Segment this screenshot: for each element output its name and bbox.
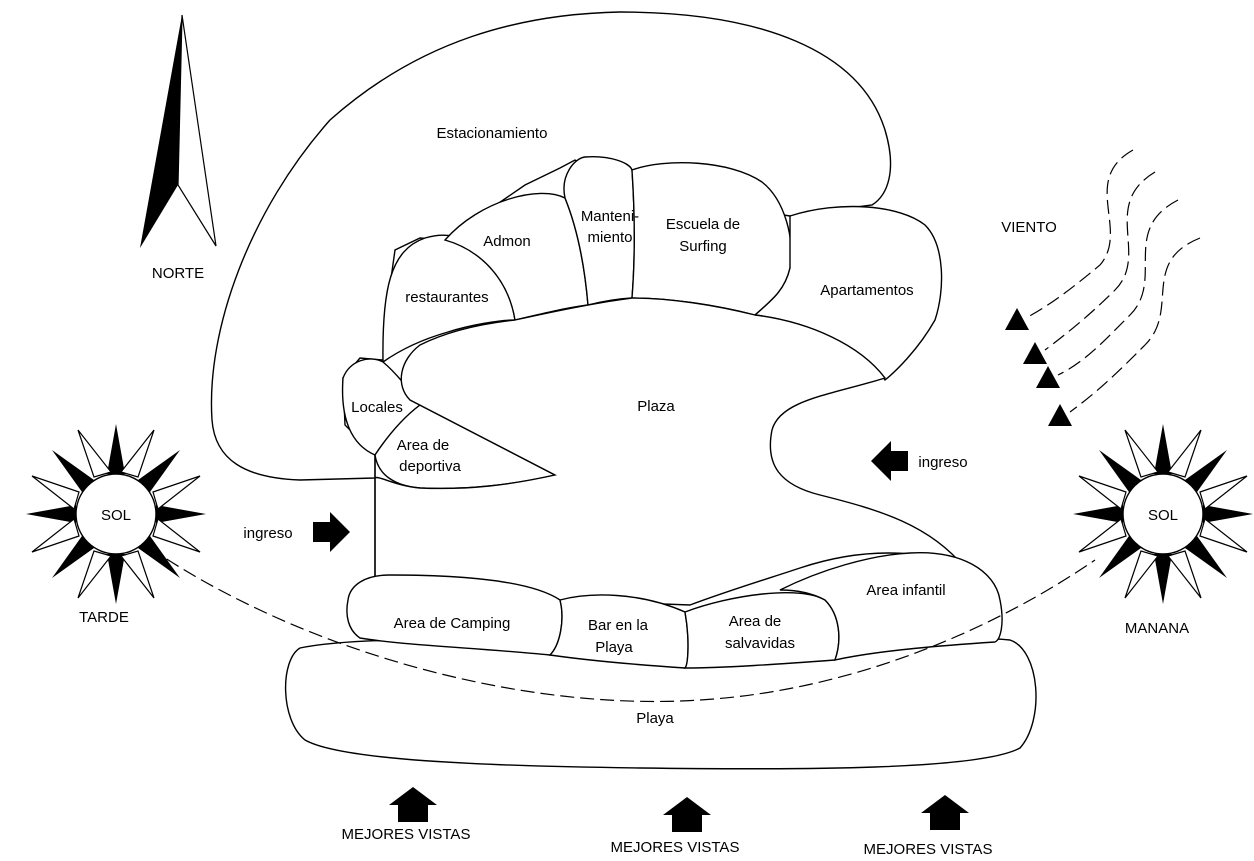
maintenance-label-line1: Manteni- xyxy=(581,208,639,225)
surf-school-label-line1: Escuela de xyxy=(666,216,740,233)
sun-west-caption: TARDE xyxy=(79,609,129,626)
best-views-label-2: MEJORES VISTAS xyxy=(611,839,740,856)
entrance-west-label: ingreso xyxy=(243,525,292,542)
lifeguard-label-line2: salvavidas xyxy=(725,635,795,652)
north-label: NORTE xyxy=(152,265,204,282)
beach-bar-label-line1: Bar en la xyxy=(588,617,649,634)
parking-zone xyxy=(210,11,892,481)
sun-west-icon xyxy=(26,424,206,604)
restaurants-label: restaurantes xyxy=(405,289,488,306)
surf-school-label-line2: Surfing xyxy=(679,238,727,255)
best-views-label-1: MEJORES VISTAS xyxy=(342,826,471,843)
kids-area-zone xyxy=(779,552,1003,661)
beach-label: Playa xyxy=(636,710,674,727)
apartments-label: Apartamentos xyxy=(820,282,913,299)
sun-path-arc xyxy=(149,547,1096,703)
view-arrow-icon-3 xyxy=(921,795,969,830)
sun-west-label: SOL xyxy=(101,507,131,524)
kids-area-label: Area infantil xyxy=(866,582,945,599)
sports-label-line2: deportiva xyxy=(399,458,461,475)
beach-bar-label-line2: Playa xyxy=(595,639,633,656)
sun-east-icon xyxy=(1073,424,1253,604)
north-arrow-icon xyxy=(140,14,217,248)
entrance-west-arrow-icon xyxy=(313,512,350,552)
parking-label: Estacionamiento xyxy=(437,125,548,142)
wind-lines-icon xyxy=(1005,149,1201,426)
sports-label-line1: Area de xyxy=(397,437,450,454)
admin-label: Admon xyxy=(483,233,531,250)
shops-label: Locales xyxy=(351,399,403,416)
sun-east-label: SOL xyxy=(1148,507,1178,524)
entrance-east-arrow-icon xyxy=(871,441,908,481)
maintenance-label-line2: miento xyxy=(587,229,632,246)
wind-label: VIENTO xyxy=(1001,219,1057,236)
view-arrow-icon-2 xyxy=(663,797,711,832)
entrance-east-label: ingreso xyxy=(918,454,967,471)
camping-label: Area de Camping xyxy=(394,615,511,632)
plaza-label: Plaza xyxy=(637,398,675,415)
best-views-label-3: MEJORES VISTAS xyxy=(864,841,993,858)
sun-east-caption: MANANA xyxy=(1125,620,1189,637)
lifeguard-label-line1: Area de xyxy=(729,613,782,630)
view-arrow-icon-1 xyxy=(389,787,437,822)
lifeguard-zone xyxy=(683,592,840,669)
